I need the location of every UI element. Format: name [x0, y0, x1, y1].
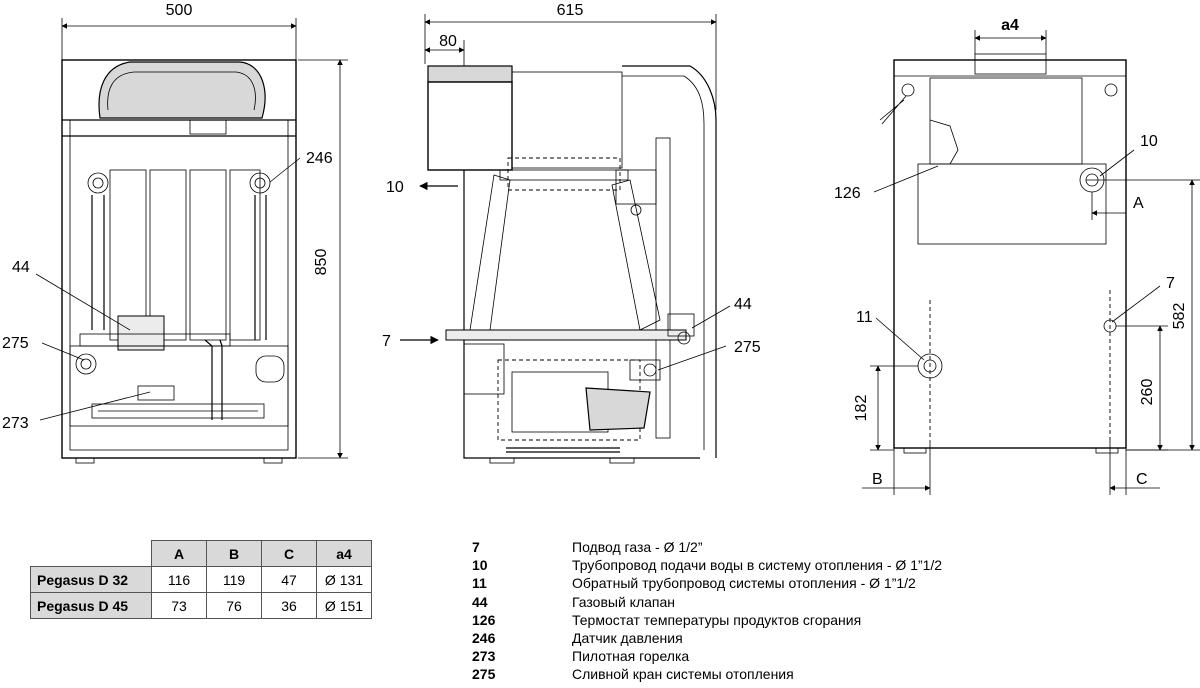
dim-A: A [1133, 195, 1144, 212]
table-cell: Ø 131 [316, 566, 372, 593]
legend-code: 11 [472, 575, 487, 592]
table-cell: Ø 151 [316, 592, 372, 619]
dim-height-return: 182 [853, 395, 870, 422]
column-header: B [206, 540, 262, 567]
legend-item: 275 Сливной кран системы отопления [472, 665, 942, 683]
column-header: A [151, 540, 207, 567]
callout-246: 246 [306, 150, 333, 167]
legend-item: 11 Обратный трубопровод системы отоплени… [472, 574, 942, 592]
legend-desc: Газовый клапан [572, 593, 676, 610]
dim-B: B [872, 471, 883, 488]
table-corner [30, 540, 152, 567]
dim-height-supply: 582 [1171, 303, 1188, 330]
legend-item: 246 Датчик давления [472, 629, 942, 647]
callout-273: 273 [2, 415, 29, 432]
legend-desc: Пилотная горелка [572, 648, 690, 665]
dim-height-total: 850 [313, 249, 330, 276]
column-header: a4 [316, 540, 372, 567]
legend-item: 7 Подвод газа - Ø 1/2” [472, 538, 942, 556]
front-view: 500 850 [2, 2, 348, 464]
legend-code: 246 [472, 630, 496, 647]
table-cell: 36 [261, 592, 317, 619]
legend-code: 275 [472, 666, 496, 683]
legend-desc: Подвод газа - Ø 1/2” [572, 539, 703, 555]
callout-44-side: 44 [734, 296, 752, 313]
rear-view: a4 A B [834, 17, 1200, 495]
legend-desc: Трубопровод подачи воды в систему отопле… [572, 557, 943, 574]
legend-item: 273 Пилотная горелка [472, 647, 942, 665]
callout-275-side: 275 [734, 339, 761, 356]
table-cell: 119 [206, 566, 262, 593]
callout-275: 275 [2, 335, 29, 352]
dim-height-gas: 260 [1139, 379, 1156, 406]
callout-126: 126 [834, 185, 861, 202]
table-cell: 76 [206, 592, 262, 619]
legend-desc: Датчик давления [572, 630, 683, 647]
callout-10-side: 10 [386, 179, 404, 196]
table-cell: 73 [151, 592, 207, 619]
dim-flue-diameter: a4 [1001, 17, 1019, 34]
legend-item: 126 Термостат температуры продуктов сгор… [472, 611, 942, 629]
legend-desc: Обратный трубопровод системы отопления -… [572, 575, 916, 592]
dim-width-side: 615 [557, 2, 584, 19]
spec-table: A B C a4 Pegasus D 32 116 119 47 Ø 131 P… [30, 540, 372, 619]
table-cell: 116 [151, 566, 207, 593]
model-name: Pegasus D 45 [30, 592, 152, 619]
dim-width-front: 500 [166, 2, 193, 19]
legend-code: 7 [472, 539, 480, 555]
dim-C: C [1136, 471, 1148, 488]
column-header: C [261, 540, 317, 567]
table-header-row: A B C a4 [30, 540, 372, 567]
legend: 7 Подвод газа - Ø 1/2” 10 Трубопровод по… [472, 538, 942, 684]
legend-desc: Сливной кран системы отопления [572, 666, 794, 683]
dim-offset-top: 80 [439, 33, 457, 50]
callout-10-rear: 10 [1140, 133, 1158, 150]
table-row: Pegasus D 32 116 119 47 Ø 131 [30, 566, 372, 593]
model-name: Pegasus D 32 [30, 566, 152, 593]
legend-desc: Термостат температуры продуктов сгорания [572, 611, 862, 628]
legend-item: 10 Трубопровод подачи воды в систему ото… [472, 556, 942, 574]
legend-code: 126 [472, 611, 496, 628]
legend-code: 44 [472, 593, 488, 610]
callout-11: 11 [856, 309, 873, 326]
table-row: Pegasus D 45 73 76 36 Ø 151 [30, 592, 372, 619]
side-view: 615 80 10 [382, 2, 761, 464]
callout-44: 44 [12, 259, 30, 276]
table-cell: 47 [261, 566, 317, 593]
legend-item: 44 Газовый клапан [472, 593, 942, 611]
legend-code: 273 [472, 648, 496, 665]
callout-7-rear: 7 [1166, 275, 1175, 292]
legend-code: 10 [472, 557, 488, 574]
callout-7-side: 7 [382, 333, 391, 350]
